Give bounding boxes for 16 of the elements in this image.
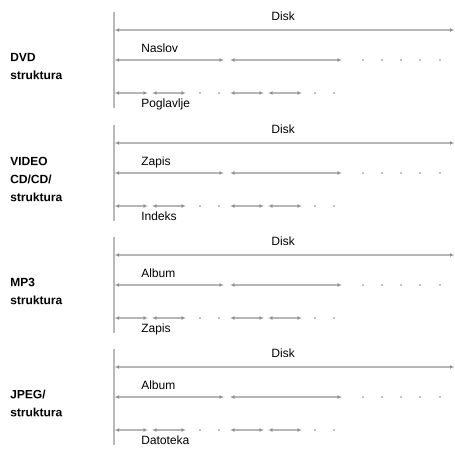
level-label: Disk bbox=[272, 236, 295, 246]
level-label: Indeks bbox=[142, 211, 176, 220]
level-label: Disk bbox=[272, 11, 295, 20]
level-label: Zapis bbox=[142, 156, 170, 168]
level-label: Naslov bbox=[142, 43, 178, 52]
level-label: Album bbox=[141, 268, 174, 278]
level-label: Disk bbox=[272, 124, 295, 134]
structure-heading: MP3 struktura bbox=[10, 278, 62, 304]
level-label: Poglavlje bbox=[142, 98, 190, 110]
structure-heading: VIDEO CD/CD/ struktura bbox=[10, 156, 62, 202]
level-label: Album bbox=[141, 380, 174, 390]
structure-heading: JPEG/ struktura bbox=[10, 390, 62, 416]
level-label: Datoteka bbox=[142, 435, 190, 444]
structure-heading: DVD struktura bbox=[10, 52, 62, 80]
level-label: Disk bbox=[272, 348, 295, 358]
level-label: Zapis bbox=[142, 323, 170, 334]
